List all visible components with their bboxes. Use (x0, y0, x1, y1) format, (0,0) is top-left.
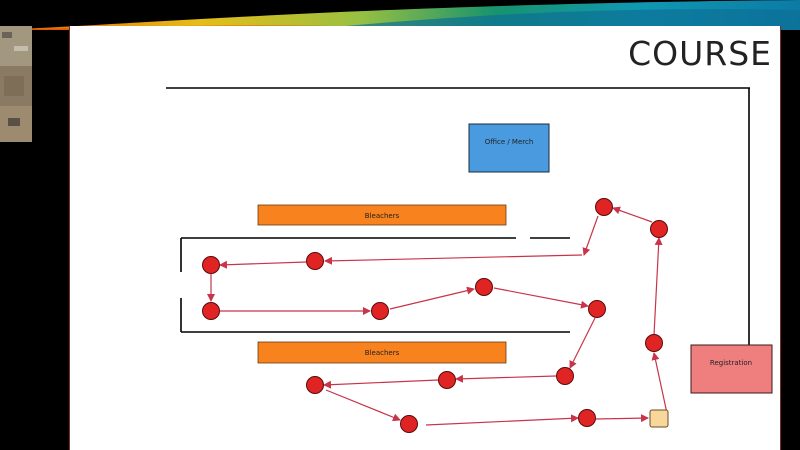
course-path (207, 206, 669, 426)
office-merch-label: Office / Merch (485, 138, 534, 146)
cones (202, 198, 668, 433)
path-arrow-4 (582, 215, 599, 256)
office-merch-area: Office / Merch (468, 123, 550, 173)
cone-8 (438, 371, 456, 389)
path-arrow-16 (595, 414, 649, 423)
path-arrow-15 (425, 414, 579, 426)
aerial-photo (0, 26, 32, 142)
cone-9 (306, 376, 324, 394)
path-arrow-3 (612, 206, 653, 223)
path-arrow-12 (455, 374, 557, 383)
path-arrow-13 (323, 379, 439, 389)
path-arrow-10 (493, 287, 589, 309)
bleachers-bottom-area: Bleachers (257, 341, 507, 364)
path-arrow-1 (651, 352, 669, 419)
bleachers-top-area: Bleachers (257, 204, 507, 226)
start-marker (649, 409, 669, 428)
fence-lines (166, 87, 750, 346)
registration-area: Registration (690, 344, 773, 394)
path-arrow-5 (324, 254, 583, 265)
path-arrow-14 (325, 389, 401, 422)
cone-10 (400, 415, 418, 433)
cone-5 (475, 278, 493, 296)
registration-label: Registration (710, 359, 752, 367)
course-map: Office / Merch Bleachers Bleachers Regis… (166, 87, 773, 433)
path-arrow-2 (653, 237, 663, 336)
cone-6 (588, 300, 606, 318)
path-arrow-9 (389, 286, 475, 310)
bleachers-bottom-label: Bleachers (365, 349, 400, 357)
slide: COURSE Office / Merch Bleachers (69, 26, 781, 450)
path-arrow-11 (569, 317, 596, 369)
cone-3 (202, 302, 220, 320)
cone-4 (371, 302, 389, 320)
path-arrow-6 (219, 260, 307, 269)
cone-12 (645, 334, 663, 352)
bleachers-top-label: Bleachers (365, 212, 400, 220)
cone-7 (556, 367, 574, 385)
cone-13 (650, 220, 668, 238)
cone-2 (306, 252, 324, 270)
cone-14 (595, 198, 613, 216)
slide-title: COURSE (628, 34, 772, 73)
banner-swoosh (0, 0, 800, 30)
cone-11 (578, 409, 596, 427)
cone-1 (202, 256, 220, 274)
